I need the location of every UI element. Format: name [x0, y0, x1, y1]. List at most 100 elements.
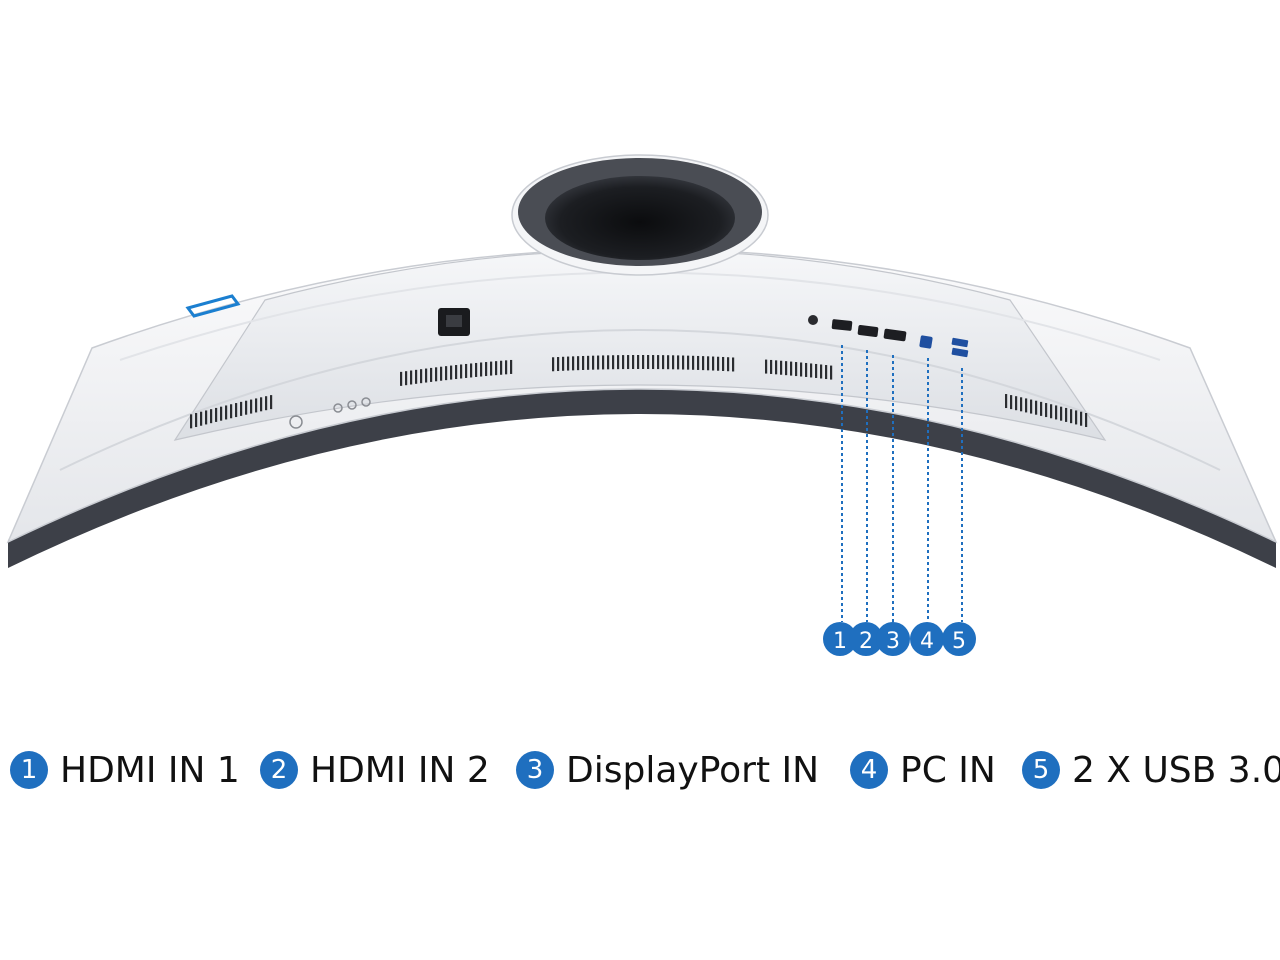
vent-slot	[1050, 404, 1053, 419]
vent-slot	[785, 361, 788, 376]
vent-slot	[702, 356, 705, 371]
hdmi-port-2-icon	[857, 325, 879, 337]
callout-4: 4	[910, 622, 944, 656]
vent-slot	[652, 355, 655, 370]
vent-slot	[657, 355, 660, 370]
vent-slot	[450, 365, 453, 380]
vent-slot	[815, 363, 818, 378]
vent-slot	[707, 356, 710, 371]
vent-slot	[480, 362, 483, 377]
vent-slot	[647, 355, 650, 370]
vent-slot	[1085, 413, 1088, 428]
usb-a-port-bottom-icon	[951, 347, 969, 358]
vent-slot	[235, 403, 238, 418]
vent-slot	[830, 365, 833, 380]
vent-slot	[415, 369, 418, 384]
legend-label-usb: 2 X USB 3.0	[1072, 749, 1280, 791]
vent-slot	[220, 406, 223, 421]
vent-slot	[825, 365, 828, 380]
vent-slot	[470, 363, 473, 378]
vent-slot	[260, 397, 263, 412]
vent-slot	[215, 407, 218, 422]
vent-slot	[820, 364, 823, 379]
vent-slot	[632, 355, 635, 370]
legend-label-pc-in: PC IN	[900, 749, 996, 791]
vent-slot	[800, 362, 803, 377]
vent-slot	[400, 371, 403, 386]
vent-slot	[770, 359, 773, 374]
vent-slot	[810, 363, 813, 378]
vent-slot	[240, 401, 243, 416]
displayport-port-icon	[883, 328, 907, 342]
vent-slot	[1065, 407, 1068, 422]
vent-slot	[805, 362, 808, 377]
vent-slot	[485, 362, 488, 377]
vent-slot	[732, 357, 735, 372]
legend-label-displayport-in: DisplayPort IN	[566, 749, 820, 791]
vent-slot	[475, 362, 478, 377]
vent-slot	[582, 355, 585, 370]
legend-item-pc-in: 4 PC IN	[850, 738, 996, 802]
vent-slot	[440, 366, 443, 381]
vent-slot	[250, 399, 253, 414]
vent-slot	[697, 355, 700, 370]
usb-a-port-top-icon	[951, 337, 969, 348]
vent-slot	[672, 355, 675, 370]
vent-slot	[727, 357, 730, 372]
vent-slot	[435, 367, 438, 382]
legend-badge-2: 2	[260, 751, 298, 789]
hdmi-port-1-icon	[831, 319, 853, 331]
vent-slot	[210, 409, 213, 424]
vent-slot	[1025, 398, 1028, 413]
vent-slot	[717, 356, 720, 371]
vent-slot	[572, 356, 575, 371]
vent-slot	[795, 362, 798, 377]
vent-slot	[567, 356, 570, 371]
port-cluster	[808, 315, 969, 358]
vent-slot	[712, 356, 715, 371]
vent-slot	[662, 355, 665, 370]
vent-slot	[775, 360, 778, 375]
port-legend: 1 HDMI IN 1 2 HDMI IN 2 3 DisplayPort IN…	[0, 738, 1280, 802]
legend-badge-5: 5	[1022, 751, 1060, 789]
vent-slot	[682, 355, 685, 370]
vent-slot	[562, 356, 565, 371]
vent-slot	[455, 365, 458, 380]
callout-2: 2	[849, 622, 883, 656]
vent-slot	[780, 360, 783, 375]
vent-slot	[1075, 410, 1078, 425]
vent-slot	[255, 398, 258, 413]
vent-slot	[460, 364, 463, 379]
vent-slot	[1060, 406, 1063, 421]
legend-label-hdmi-in-2: HDMI IN 2	[310, 749, 490, 791]
callout-3-number: 3	[886, 629, 900, 654]
vent-slot	[687, 355, 690, 370]
vent-slot	[405, 371, 408, 386]
vent-slot	[552, 357, 555, 372]
vent-slot	[602, 355, 605, 370]
vent-slot	[245, 400, 248, 415]
vent-slot	[500, 360, 503, 375]
vent-slot	[490, 361, 493, 376]
vent-slot	[1055, 405, 1058, 420]
vent-slot	[667, 355, 670, 370]
legend-item-hdmi-in-2: 2 HDMI IN 2	[260, 738, 490, 802]
callout-1-number: 1	[833, 629, 847, 654]
legend-badge-3: 3	[516, 751, 554, 789]
vent-slot	[1035, 400, 1038, 415]
vent-slot	[597, 355, 600, 370]
vent-slot	[607, 355, 610, 370]
vent-slot	[1030, 399, 1033, 414]
vent-slot	[1005, 394, 1008, 409]
vent-slot	[270, 395, 273, 410]
vent-slot	[430, 367, 433, 382]
vent-slot	[495, 361, 498, 376]
vent-slot	[627, 355, 630, 370]
legend-item-displayport-in: 3 DisplayPort IN	[516, 738, 819, 802]
power-socket-icon	[438, 308, 470, 336]
legend-badge-1: 1	[10, 751, 48, 789]
vent-slot	[790, 361, 793, 376]
callout-5: 5	[942, 622, 976, 656]
vent-slot	[765, 359, 768, 374]
monitor-body	[6, 248, 1278, 568]
